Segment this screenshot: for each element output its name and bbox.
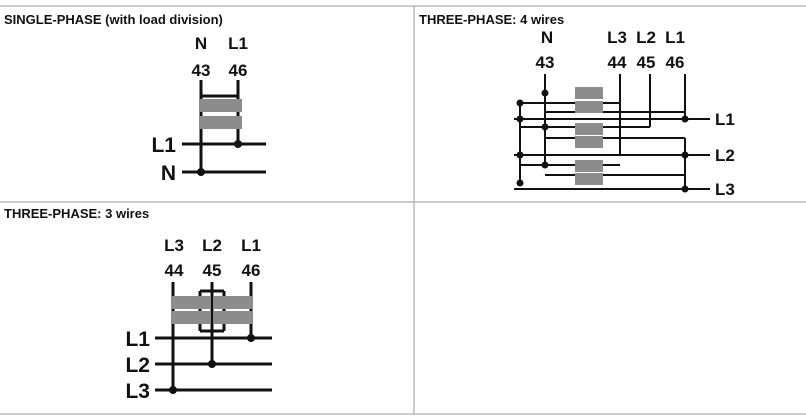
junction-dot — [541, 161, 549, 169]
junction-dot — [516, 99, 524, 107]
terminal-name: L1 — [665, 28, 685, 47]
coil — [575, 173, 603, 185]
terminal-number: 46 — [242, 261, 261, 280]
terminal-name: L2 — [636, 28, 656, 47]
terminal-name: L1 — [228, 34, 248, 53]
terminal-number: 44 — [608, 53, 627, 72]
junction-dot — [169, 386, 177, 394]
single-phase-title: SINGLE-PHASE (with load division) — [4, 12, 223, 27]
terminal-number: 45 — [637, 53, 656, 72]
junction-dot — [247, 334, 255, 342]
coil — [575, 87, 603, 99]
junction-dot — [516, 179, 524, 187]
line-label: N — [161, 162, 176, 185]
terminal-name: L3 — [607, 28, 627, 47]
coil — [575, 136, 603, 148]
terminal-number: 44 — [165, 261, 184, 280]
coil — [171, 296, 210, 309]
junction-dot — [541, 123, 549, 131]
terminal-name: L3 — [164, 236, 184, 255]
line-label: L3 — [715, 180, 735, 199]
junction-dot — [681, 151, 689, 159]
three-wire-title: THREE-PHASE: 3 wires — [4, 206, 150, 221]
line-label: L3 — [125, 380, 150, 403]
junction-dot — [197, 168, 205, 176]
terminal-name: N — [195, 34, 207, 53]
junction-dot — [541, 89, 549, 97]
coil — [214, 311, 253, 324]
terminal-number: 46 — [666, 53, 685, 72]
terminal-number: 46 — [229, 61, 248, 80]
junction-dot — [516, 151, 524, 159]
four-wire-title: THREE-PHASE: 4 wires — [419, 12, 565, 27]
terminal-number: 43 — [536, 53, 555, 72]
coil — [575, 101, 603, 113]
line-label: L1 — [715, 110, 735, 129]
line-label: L1 — [151, 134, 176, 157]
line-label: L2 — [715, 146, 735, 165]
coil-upper — [199, 99, 242, 112]
coil — [171, 311, 210, 324]
junction-dot — [681, 185, 689, 193]
terminal-number: 43 — [192, 61, 211, 80]
terminal-name: L2 — [202, 236, 222, 255]
coil — [575, 160, 603, 172]
junction-dot — [681, 115, 689, 123]
junction-dot — [516, 115, 524, 123]
terminal-name: N — [541, 28, 553, 47]
coil — [575, 123, 603, 135]
coil — [214, 296, 253, 309]
junction-dot — [234, 140, 242, 148]
terminal-name: L1 — [241, 236, 261, 255]
junction-dot — [208, 360, 216, 368]
terminal-number: 45 — [203, 261, 222, 280]
line-label: L1 — [125, 328, 150, 351]
line-label: L2 — [125, 354, 150, 377]
coil-lower — [199, 116, 242, 129]
